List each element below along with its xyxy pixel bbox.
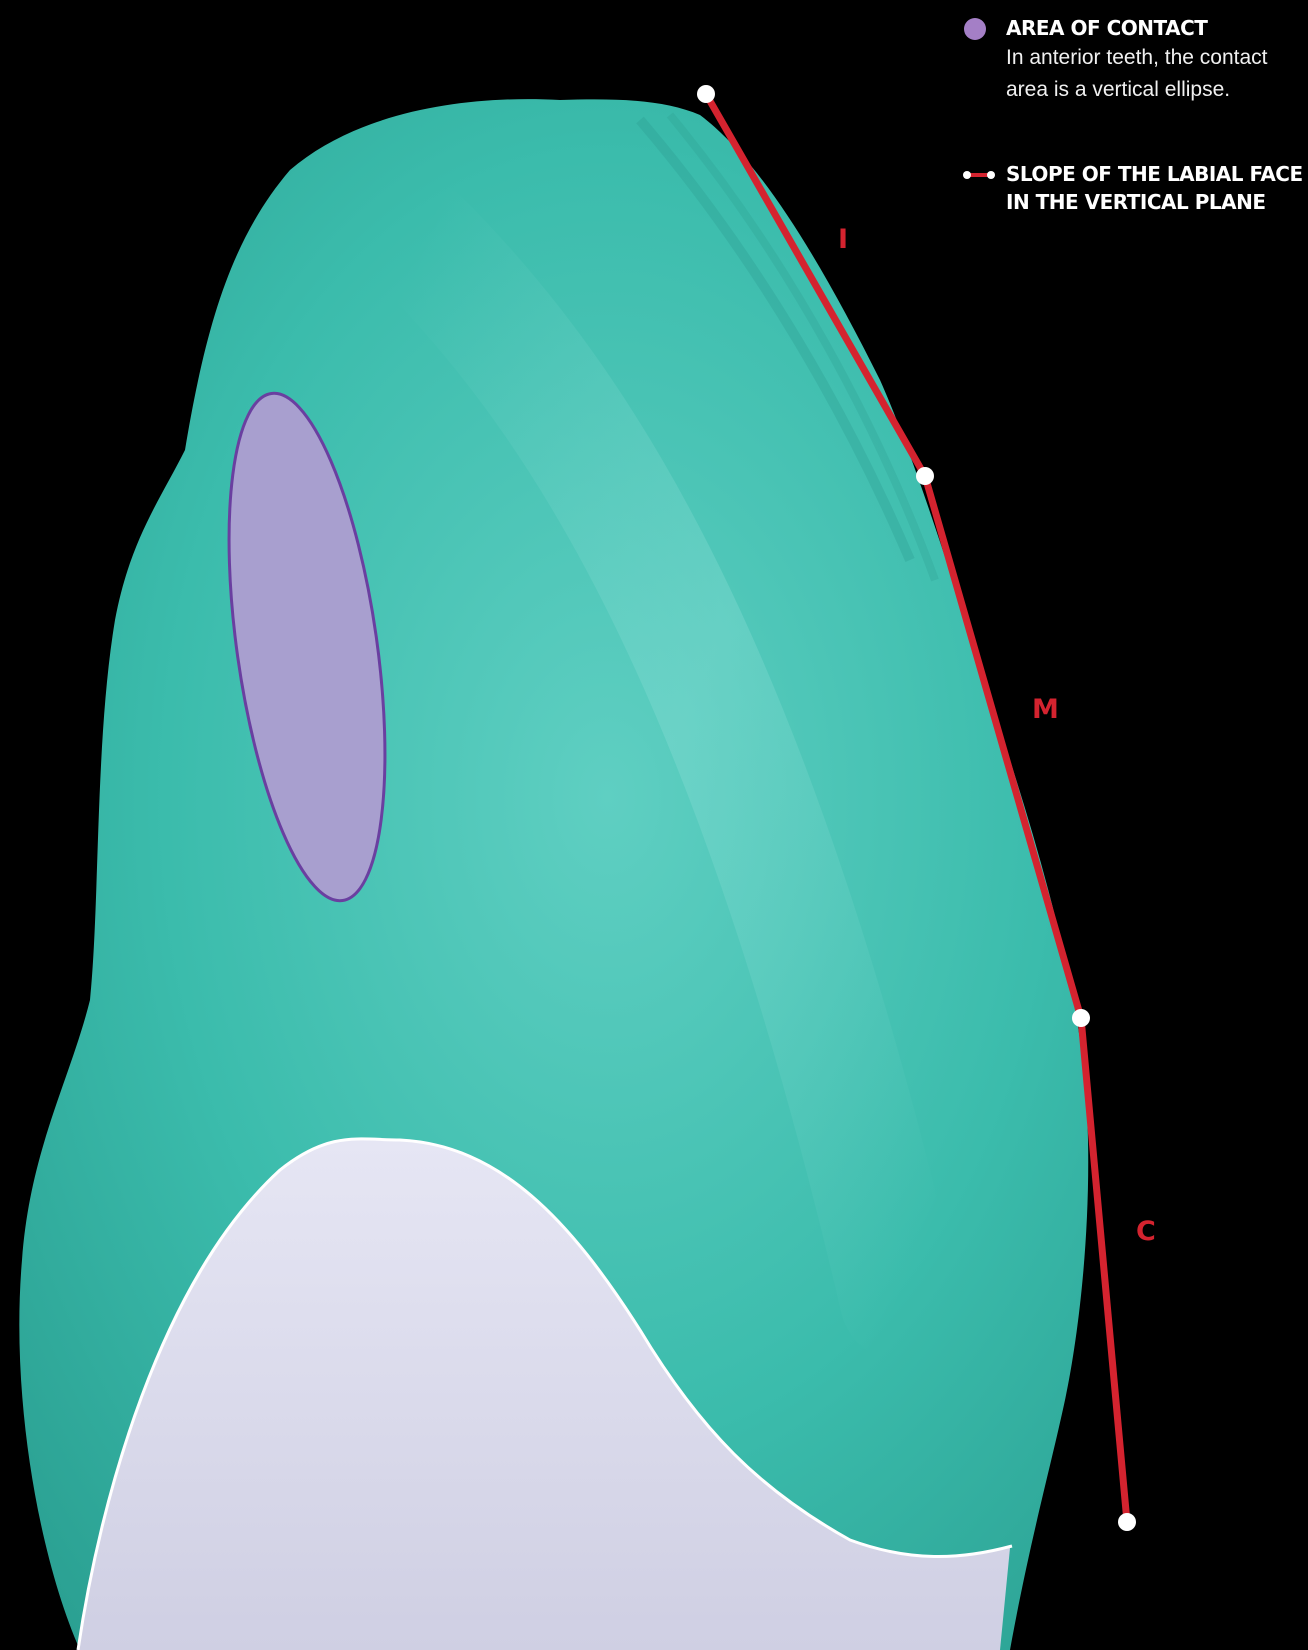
legend-contact-description: In anterior teeth, the contact area is a… — [1006, 42, 1305, 106]
legend-item-contact: AREA OF CONTACT In anterior teeth, the c… — [960, 14, 1305, 106]
slope-point — [916, 467, 934, 485]
legend-item-slope: SLOPE OF THE LABIAL FACE IN THE VERTICAL… — [960, 160, 1305, 216]
contact-dot-icon — [964, 18, 986, 40]
legend-contact-title: AREA OF CONTACT — [1006, 14, 1305, 42]
legend: AREA OF CONTACT In anterior teeth, the c… — [960, 14, 1305, 216]
slope-line-icon — [963, 173, 995, 177]
slope-point — [1072, 1009, 1090, 1027]
legend-slope-title: SLOPE OF THE LABIAL FACE IN THE VERTICAL… — [1006, 160, 1305, 216]
slope-point — [1118, 1513, 1136, 1531]
slope-point — [697, 85, 715, 103]
segment-label-cervical: C — [1136, 1216, 1156, 1247]
segment-label-middle: M — [1032, 694, 1059, 725]
segment-label-incisal: I — [838, 224, 848, 255]
